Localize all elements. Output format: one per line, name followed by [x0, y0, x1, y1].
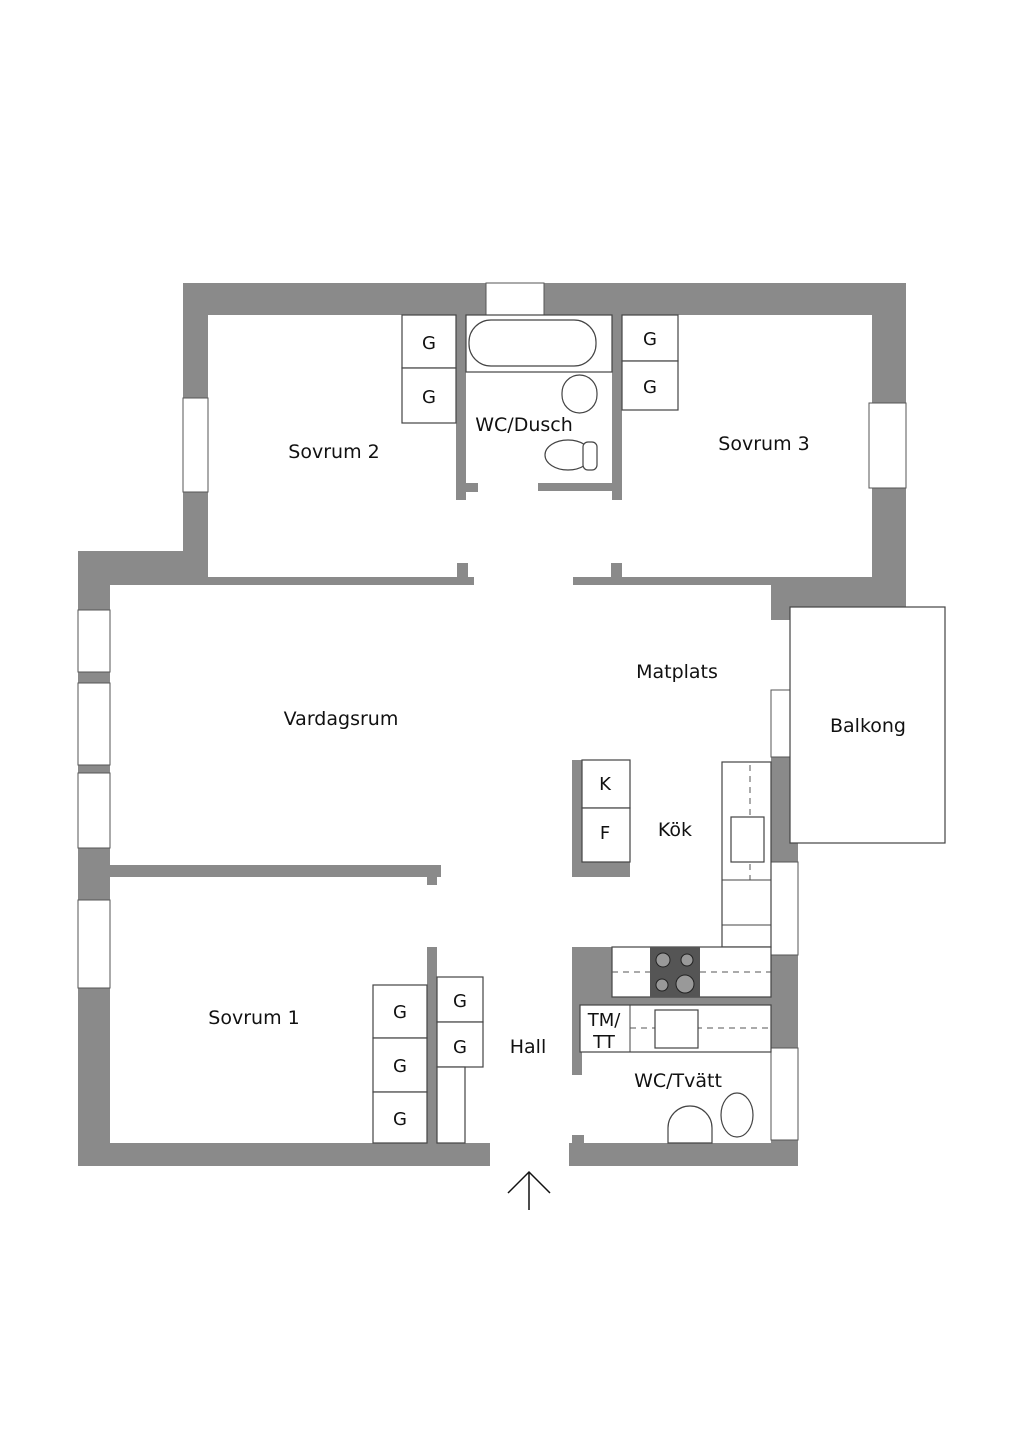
wardrobe-label: G — [453, 991, 467, 1012]
wardrobes — [372, 314, 679, 1144]
room-label-wc-tvatt: WC/Tvätt — [634, 1070, 722, 1092]
tm-label: TM/ — [587, 1010, 622, 1031]
room-label-wc-dusch: WC/Dusch — [475, 414, 573, 436]
wardrobe-label: G — [643, 377, 657, 398]
bathroom-fixtures — [465, 314, 613, 471]
room-label-hall: Hall — [510, 1036, 547, 1058]
kitchen-fixtures — [579, 761, 772, 1144]
room-label-sovrum1: Sovrum 1 — [208, 1007, 299, 1029]
sink-icon — [561, 374, 598, 414]
windows — [77, 282, 907, 1141]
room-label-kok: Kök — [658, 819, 692, 841]
room-label-sovrum3: Sovrum 3 — [718, 433, 809, 455]
freezer-label: F — [600, 823, 610, 844]
room-label-matplats: Matplats — [636, 661, 718, 683]
kitchen-sink-icon — [730, 816, 765, 863]
wardrobe-label: G — [422, 333, 436, 354]
laundry-sink-icon — [654, 1009, 699, 1049]
entrance-arrow-icon — [507, 1170, 551, 1210]
wardrobe-label: G — [453, 1037, 467, 1058]
wc-sink-icon — [667, 1105, 713, 1144]
fridge-label: K — [599, 774, 612, 795]
room-label-vardagsrum: Vardagsrum — [284, 708, 399, 730]
wc-toilet-icon — [720, 1092, 754, 1138]
wardrobe-label: G — [643, 329, 657, 350]
room-label-balkong: Balkong — [830, 715, 906, 737]
wardrobe-label: G — [393, 1002, 407, 1023]
wardrobe-label: G — [393, 1056, 407, 1077]
wardrobe-label: G — [422, 387, 436, 408]
tt-label: TT — [592, 1032, 616, 1053]
wardrobe-label: G — [393, 1109, 407, 1130]
room-label-sovrum2: Sovrum 2 — [288, 441, 379, 463]
balcony-outline — [789, 606, 946, 844]
